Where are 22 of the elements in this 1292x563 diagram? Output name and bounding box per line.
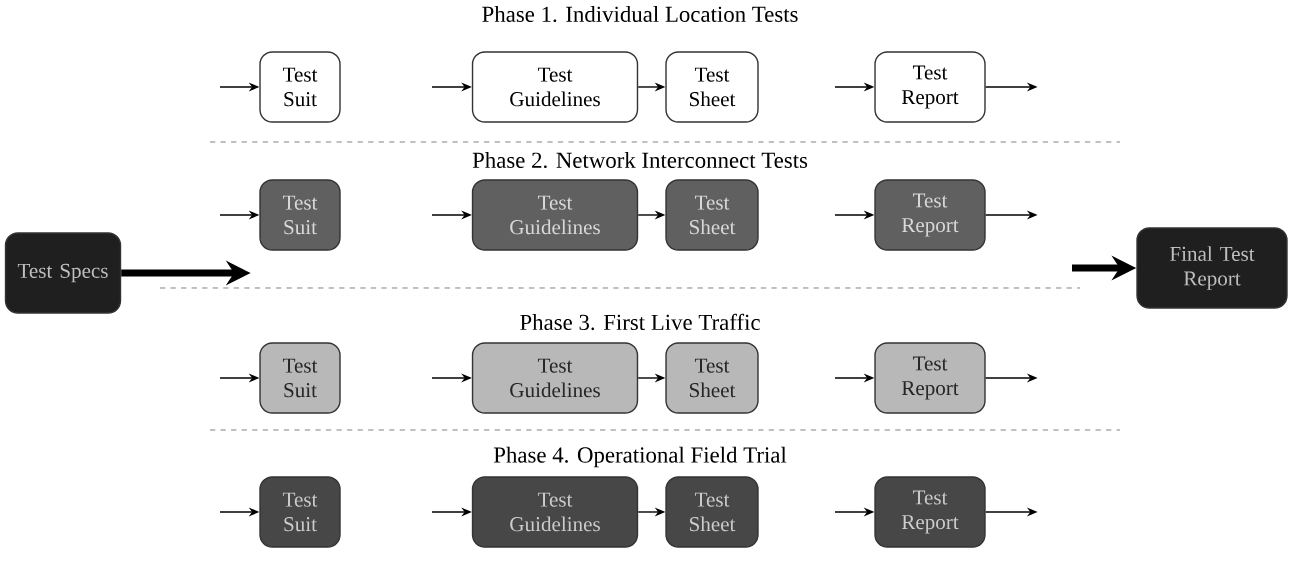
process-box: Test Sheet <box>665 476 759 548</box>
process-box: Test Report <box>874 476 986 548</box>
process-box: Final Test Report <box>1136 227 1288 309</box>
process-box: Test Sheet <box>665 179 759 251</box>
process-box: Test Guidelines <box>471 179 639 251</box>
phase-title: Phase 2. Network Interconnect Tests <box>472 151 808 169</box>
process-box: Test Report <box>874 51 986 123</box>
process-box: Test Suit <box>259 342 341 414</box>
process-box: Test Sheet <box>665 51 759 123</box>
process-box: Test Guidelines <box>471 476 639 548</box>
phase-title: Phase 3. First Live Traffic <box>520 313 760 331</box>
process-box: Test Suit <box>259 476 341 548</box>
phase-title: Phase 4. Operational Field Trial <box>493 446 787 468</box>
process-box: Test Guidelines <box>471 342 639 414</box>
process-box: Test Suit <box>259 51 341 123</box>
process-box: Test Report <box>874 179 986 251</box>
process-box: Test Guidelines <box>471 51 639 123</box>
process-box: Test Sheet <box>665 342 759 414</box>
process-box: Test Specs <box>4 232 122 314</box>
process-box: Test Report <box>874 342 986 414</box>
phase-title: Phase 1. Individual Location Tests <box>482 5 798 23</box>
process-box: Test Suit <box>259 179 341 251</box>
